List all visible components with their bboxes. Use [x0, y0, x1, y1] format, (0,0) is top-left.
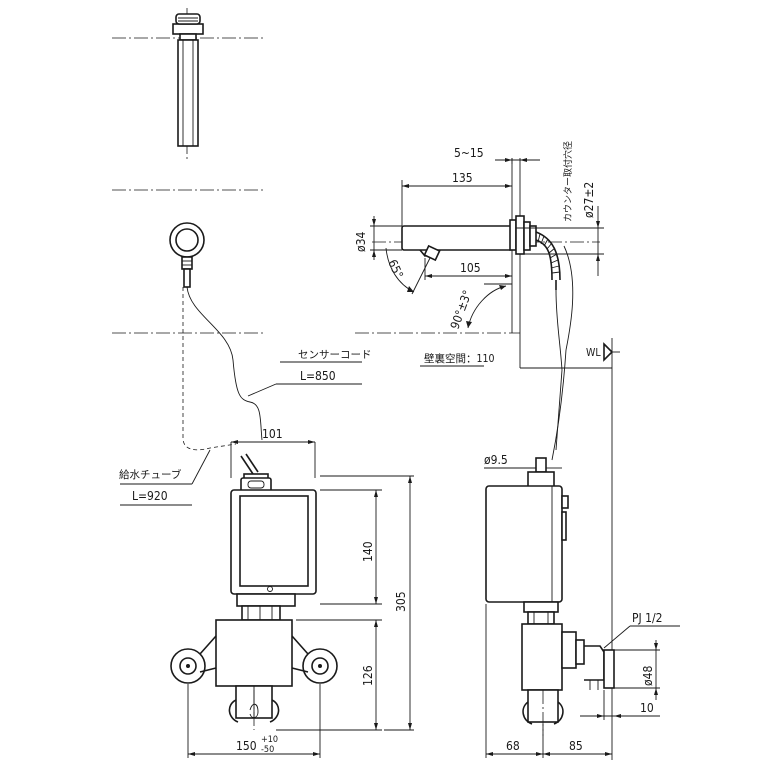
sensor-cord — [186, 286, 263, 441]
dim-10: 10 — [640, 701, 654, 715]
front-view-control-box: 101 — [230, 427, 317, 621]
sensor-cord-label-group: センサーコード L=850 — [247, 349, 372, 397]
sensor-cord-label: センサーコード — [298, 349, 372, 361]
front-view-valve-body — [170, 619, 338, 730]
dim-phi48: ø48 — [641, 666, 655, 686]
dim-phi27: ø27±2 — [582, 182, 596, 218]
dim-65deg: 65° — [385, 257, 406, 280]
supply-tube-hidden — [182, 287, 237, 451]
dim-5-15: 5~15 — [454, 146, 484, 160]
dim-105: 105 — [460, 261, 481, 275]
wl-label: WL — [586, 347, 601, 359]
dim-126: 126 — [361, 665, 375, 686]
dim-135: 135 — [452, 171, 473, 185]
dim-pj: PJ 1/2 — [632, 611, 663, 625]
supply-tube-length: L=920 — [132, 489, 168, 503]
dim-150: 150 — [236, 739, 257, 753]
dim-101: 101 — [262, 427, 283, 441]
counter-hole-label: カウンター取付穴径 — [562, 141, 574, 222]
sensor-cord-length: L=850 — [300, 369, 336, 383]
faucet-plan-circle — [169, 222, 205, 288]
front-view-dimensions: 140 126 305 150 +10 -50 — [187, 475, 414, 758]
dim-phi9-5: ø9.5 — [484, 453, 508, 467]
faucet-top-view — [172, 13, 204, 147]
side-view-faucet: 5~15 135 ø34 105 65° 90°±3° — [354, 141, 612, 461]
supply-tube-label-group: 給水チューブ L=920 — [119, 449, 211, 506]
supply-tube-label: 給水チューブ — [119, 468, 182, 481]
side-view-control-box: WL ø9.5 PJ 1/2 — [484, 338, 680, 760]
dim-150-tol-plus: +10 — [261, 735, 278, 745]
dim-68: 68 — [506, 739, 520, 753]
dim-140: 140 — [361, 541, 375, 562]
dim-phi34: ø34 — [354, 232, 368, 252]
dim-305: 305 — [394, 591, 408, 612]
dim-150-tol-minus: -50 — [261, 745, 274, 755]
wall-space-label: 壁裏空間：110 — [424, 352, 495, 365]
dim-90deg: 90°±3° — [448, 288, 475, 331]
dim-85: 85 — [569, 739, 583, 753]
